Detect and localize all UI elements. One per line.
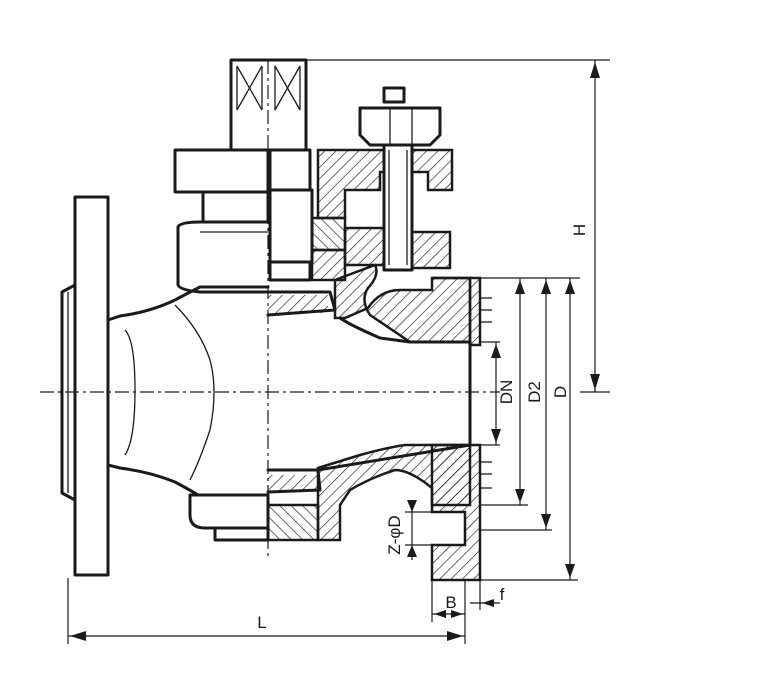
dimension-z-phi-d: Z-φD [385,500,432,560]
valve-body-exterior [106,58,308,542]
dimension-dn: DN [480,277,580,446]
dimension-f: f [470,580,505,610]
dimension-h: H [306,59,610,393]
label-b: B [445,593,456,612]
label-d: D [551,386,570,398]
dimension-d: D [480,278,578,581]
center-lines [40,60,500,560]
dimension-l: L [67,578,466,644]
left-flange [60,195,110,577]
label-h: H [570,224,589,236]
label-f: f [500,585,505,604]
dimension-d2: D2 [480,278,544,506]
valve-body-section [266,148,492,582]
label-dn: DN [497,380,516,405]
dimension-b: B [431,580,466,622]
label-l: L [257,613,266,632]
bolt-and-nut [358,86,442,272]
label-d2: D2 [525,381,544,403]
label-z-phi-d: Z-φD [385,515,404,554]
